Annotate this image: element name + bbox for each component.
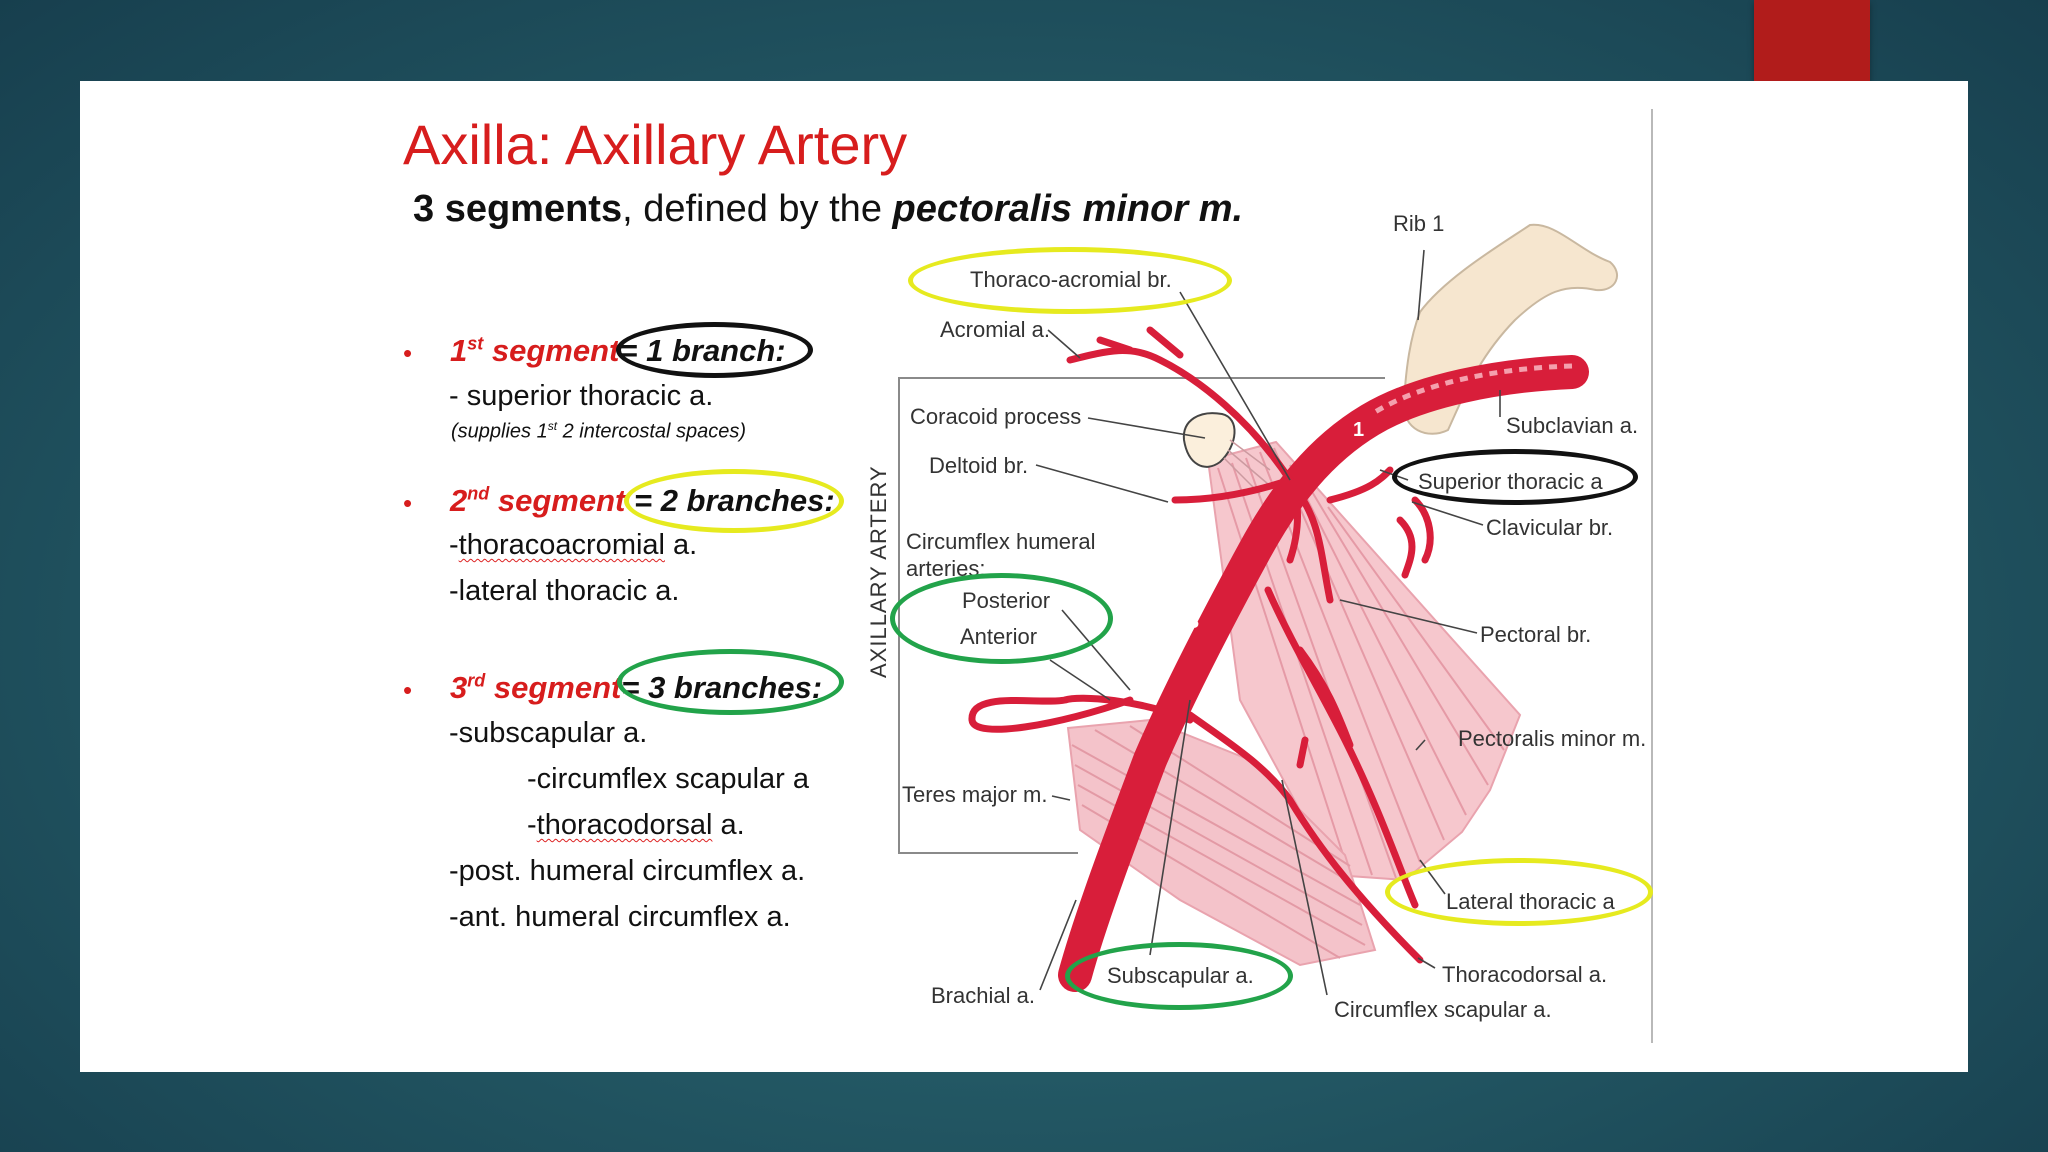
yellow-oval-lateral-thoracic	[1385, 858, 1653, 926]
bullet-2: •	[403, 488, 413, 518]
label-subclavian: Subclavian a.	[1506, 413, 1639, 438]
yellow-oval-thoraco-acromial	[908, 247, 1232, 314]
label-deltoid-br: Deltoid br.	[929, 453, 1029, 478]
segment-number-3: 3	[1188, 611, 1199, 633]
segment-1-ord: 1st segment	[450, 333, 620, 368]
black-oval-seg1	[616, 322, 813, 378]
label-rib-1: Rib 1	[1393, 211, 1445, 236]
seg2-item-thoracoacromial: -thoracoacromial a.	[449, 529, 698, 561]
seg3-item-subscapular: -subscapular a.	[449, 717, 648, 749]
seg1-note: (supplies 1st 2 intercostal spaces)	[451, 419, 747, 443]
slide-title: Axilla: Axillary Artery	[403, 113, 908, 176]
bullet-1: •	[403, 338, 413, 368]
seg3-item-circumflex-scapular: -circumflex scapular a	[527, 763, 810, 795]
bullet-3: •	[403, 675, 413, 705]
artery-highlight	[1373, 363, 1573, 415]
label-teres-major: Teres major m.	[902, 782, 1048, 807]
seg3-item-ant-humeral-circumflex: -ant. humeral circumflex a.	[449, 901, 791, 933]
label-thoracodorsal: Thoracodorsal a.	[1442, 962, 1608, 987]
label-pectoral-br: Pectoral br.	[1480, 622, 1592, 647]
seg3-item-thoracodorsal: -thoracodorsal a.	[527, 809, 745, 841]
label-pectoralis-minor: Pectoralis minor m.	[1458, 726, 1647, 751]
subtitle-bold: 3 segments	[413, 188, 623, 230]
label-brachial: Brachial a.	[931, 983, 1035, 1008]
slide-subtitle: 3 segments, defined by the pectoralis mi…	[413, 188, 1243, 231]
axillary-artery-main	[1058, 355, 1589, 992]
slide-divider-line	[1651, 109, 1653, 1043]
green-oval-seg3	[617, 649, 844, 715]
label-axillary-artery: AXILLARY ARTERY	[866, 465, 891, 678]
segment-3-ord: 3rd segment	[450, 670, 622, 705]
label-circumflex-humeral: Circumflex humeral	[906, 529, 1096, 554]
pectoralis-minor-muscle	[1206, 440, 1522, 882]
seg3-item-post-humeral-circumflex: -post. humeral circumflex a.	[449, 855, 806, 887]
leader-lines	[1035, 249, 1501, 996]
black-oval-superior-thoracic	[1392, 449, 1638, 505]
green-oval-subscapular	[1065, 942, 1293, 1010]
yellow-oval-seg2	[624, 469, 844, 533]
segment-number-1: 1	[1353, 419, 1364, 441]
segment-2-ord: 2nd segment	[450, 483, 626, 518]
label-coracoid-process: Coracoid process	[910, 404, 1082, 429]
subtitle-italic: pectoralis minor m.	[892, 188, 1244, 230]
coracoid-process-shape	[1182, 412, 1236, 468]
label-circumflex-scapular: Circumflex scapular a.	[1334, 997, 1552, 1022]
seg1-item-superior-thoracic: - superior thoracic a.	[449, 380, 714, 412]
seg2-item-lateral-thoracic: -lateral thoracic a.	[449, 575, 680, 607]
label-acromial: Acromial a.	[940, 317, 1051, 342]
subtitle-mid: , defined by the	[622, 188, 893, 230]
label-clavicular-br: Clavicular br.	[1486, 515, 1614, 540]
green-oval-circumflex	[890, 573, 1113, 664]
